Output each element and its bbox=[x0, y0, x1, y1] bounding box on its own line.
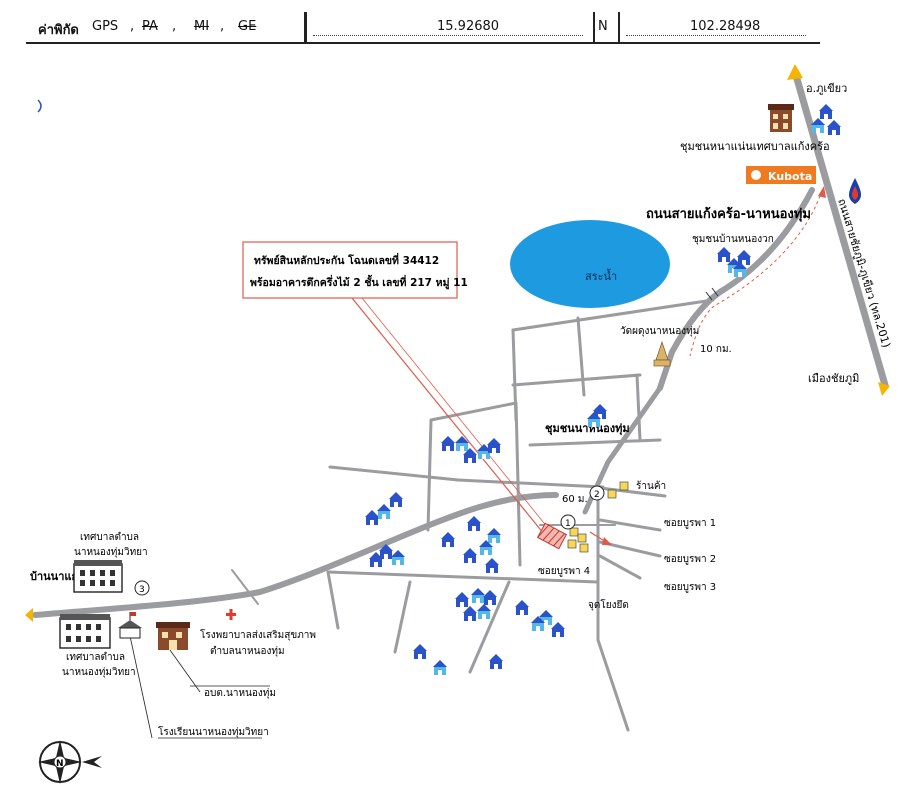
latitude-value: 15.92680 bbox=[437, 19, 500, 34]
soi-2-label: ซอยบูรพา 2 bbox=[664, 554, 716, 565]
latitude-cell: 15.92680 bbox=[306, 12, 595, 42]
latitude-direction: N bbox=[598, 19, 608, 34]
header-underline bbox=[26, 42, 820, 44]
phu-khiao-label: อ.ภูเขียว bbox=[806, 82, 847, 95]
gps-label: GPS bbox=[92, 19, 119, 34]
edge-mark bbox=[37, 99, 42, 113]
svg-text:1: 1 bbox=[565, 519, 571, 529]
marker-1: 1 bbox=[560, 514, 576, 530]
chaiyaphum-label: เมืองชัยภูมิ bbox=[808, 372, 859, 385]
highway-201 bbox=[791, 68, 889, 389]
school-building-icon bbox=[59, 614, 111, 649]
svg-text:N: N bbox=[56, 759, 64, 769]
bridge-icon bbox=[705, 287, 719, 301]
kubota-text: Kubota bbox=[768, 170, 812, 183]
svg-text:2: 2 bbox=[594, 490, 600, 500]
separator: , bbox=[130, 19, 135, 34]
arrow-to-chaiyaphum bbox=[878, 382, 890, 396]
community-nong-wok-label: ชุมชนบ้านหนองวก bbox=[692, 233, 774, 245]
hospital-icon bbox=[156, 622, 190, 650]
callout-line1: ทรัพย์สินหลักประกัน โฉนดเลขที่ 34412 bbox=[254, 252, 439, 267]
community-na-nong-thum-label: ชุมชนนาหนองทุ่ม bbox=[545, 422, 630, 436]
highway-label: ถนนสายชัยภูมิ-ภูเขียว (ทล.201) bbox=[835, 197, 893, 349]
ban-na-kae-label: บ้านนาแก bbox=[30, 570, 78, 583]
pa-label: PA bbox=[142, 19, 158, 34]
tessaban-top-line1: เทศบาลตำบล bbox=[80, 532, 139, 543]
red-cross-icon bbox=[226, 609, 236, 620]
route-dashed bbox=[689, 189, 823, 357]
longitude-cell: 102.28498 bbox=[620, 12, 818, 42]
separator: , bbox=[220, 19, 225, 34]
main-road-south bbox=[582, 385, 663, 515]
main-road-label: ถนนสายแก้งคร้อ-นาหนองทุ่ม bbox=[646, 206, 811, 222]
temple-icon bbox=[653, 341, 671, 367]
main-road bbox=[657, 187, 815, 391]
kubota-logo bbox=[746, 166, 816, 184]
school-icon bbox=[118, 612, 142, 639]
reservoir bbox=[510, 220, 670, 308]
municipality-office-icon bbox=[73, 560, 123, 593]
compass-icon: N bbox=[38, 740, 102, 784]
soi-3-label: ซอยบูรพา 3 bbox=[664, 582, 716, 593]
separator: , bbox=[172, 19, 177, 34]
coordinate-system-cell: ค่าพิกัด GPS , PA , MI , GE bbox=[26, 12, 306, 42]
shophouse-icon bbox=[768, 104, 794, 132]
coordinate-label: ค่าพิกัด bbox=[38, 23, 79, 38]
tessaban-bottom-line2: นาหนองทุ่มวิทยา bbox=[62, 667, 136, 678]
ge-label: GE bbox=[238, 19, 257, 34]
coordinate-header: ค่าพิกัด GPS , PA , MI , GE 15.92680 N 1… bbox=[26, 12, 820, 42]
building-icons bbox=[567, 481, 629, 553]
arrow-to-phu-khiao bbox=[787, 64, 803, 80]
distance-60m-label: 60 ม. bbox=[562, 494, 588, 505]
soi-4-label: ซอยบูรพา 4 bbox=[538, 566, 590, 577]
community-naen-label: ชุมชนหนาแน่นเทศบาลแก้งคร้อ bbox=[680, 140, 830, 153]
tessaban-top-line2: นาหนองทุ่มวิทยา bbox=[74, 547, 148, 558]
temple-label: วัดผดุงนาหนองทุ่ม bbox=[620, 326, 699, 337]
chud-chong-yued-label: จุดโยงยึด bbox=[588, 598, 629, 611]
hospital-line2: ตำบลนาหนองทุ่ม bbox=[210, 646, 285, 657]
callout-line2: พร้อมอาคารตึกครึ่งไม้ 2 ชั้น เลขที่ 217 … bbox=[250, 274, 468, 290]
arrow-to-ban-na-kae bbox=[25, 608, 33, 622]
marker-3: 3 bbox=[134, 580, 150, 596]
tessaban-bottom-line1: เทศบาลตำบล bbox=[66, 652, 125, 663]
svg-text:3: 3 bbox=[139, 585, 145, 595]
school-label: โรงเรียนนาหนองทุ่มวิทยา bbox=[158, 725, 269, 738]
hospital-line1: โรงพยาบาลส่งเสริมสุขภาพ bbox=[200, 628, 316, 641]
shop-label: ร้านค้า bbox=[636, 480, 666, 492]
road-to-ban-na-kae bbox=[32, 492, 559, 618]
lat-dir-cell: N bbox=[594, 12, 620, 42]
callout-pointer bbox=[351, 297, 545, 535]
reservoir-label: สระน้ำ bbox=[585, 268, 617, 283]
road-network bbox=[32, 68, 889, 732]
distance-10km-label: 10 กม. bbox=[700, 344, 732, 355]
dotted-line bbox=[626, 35, 806, 36]
marker-2: 2 bbox=[589, 485, 605, 501]
longitude-value: 102.28498 bbox=[690, 19, 761, 34]
fuel-station-icon bbox=[848, 178, 862, 204]
dotted-line bbox=[313, 35, 583, 36]
soi-1-label: ซอยบูรพา 1 bbox=[664, 518, 716, 529]
mi-label: MI bbox=[194, 19, 210, 34]
collateral-callout bbox=[242, 241, 458, 299]
obt-label: อบต.นาหนองทุ่ม bbox=[204, 688, 276, 699]
